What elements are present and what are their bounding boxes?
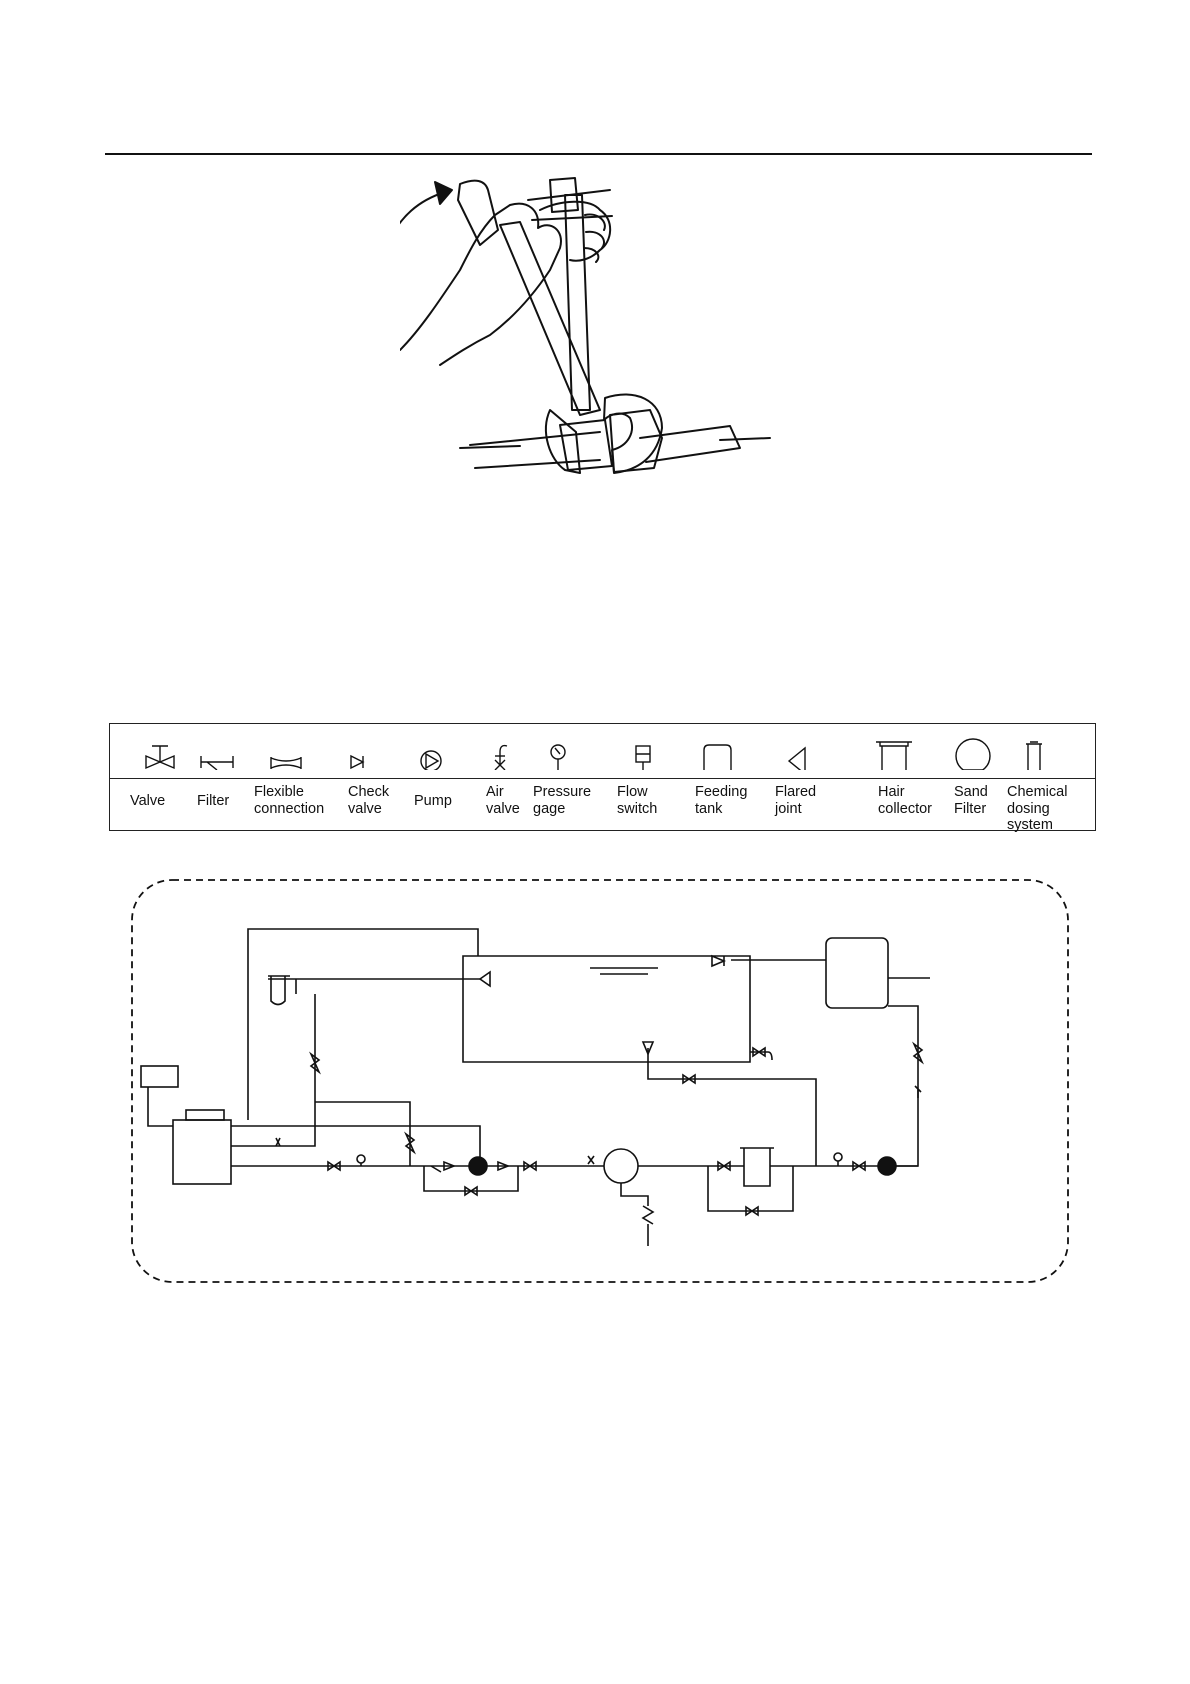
pressure-gage-2 xyxy=(834,1153,842,1161)
feeding-tank-icon xyxy=(694,734,754,770)
legend-label: Valve xyxy=(130,793,165,810)
legend-label: Pump xyxy=(414,793,452,810)
air-valve-icon xyxy=(475,734,535,770)
feeding-tank xyxy=(826,938,888,1008)
pool xyxy=(463,956,750,1062)
legend-label: Flared joint xyxy=(775,784,816,817)
pressure-gage xyxy=(357,1155,365,1163)
legend-label: Hair collector xyxy=(878,784,932,817)
left-hand xyxy=(400,204,561,365)
pipe-right xyxy=(640,426,740,462)
flared-joint-icon xyxy=(775,734,835,770)
hair-collector xyxy=(740,1148,774,1186)
valve-v2 xyxy=(406,1134,414,1152)
pump-icon xyxy=(405,734,465,770)
hair-collector-icon xyxy=(868,734,928,770)
flexible-connection-icon xyxy=(255,734,315,770)
header-rule xyxy=(105,153,1092,155)
sand-filter xyxy=(604,1149,638,1183)
pool-piping-schematic xyxy=(128,876,1073,1286)
pipe-left xyxy=(470,432,600,468)
sand-filter-icon xyxy=(943,734,1003,770)
symbol-legend: Valve Filter Flexible connection Check v… xyxy=(109,723,1096,831)
legend-label: Filter xyxy=(197,793,229,810)
control-box xyxy=(141,1066,178,1087)
legend-label: Feeding tank xyxy=(695,784,747,817)
filter-icon xyxy=(193,734,253,770)
flow-switch-icon xyxy=(618,734,678,770)
valve-v1 xyxy=(311,1054,319,1072)
legend-label: Flow switch xyxy=(617,784,657,817)
wrench-tightening-illustration xyxy=(400,170,800,490)
system-boundary xyxy=(132,880,1068,1282)
legend-label: Air valve xyxy=(486,784,520,817)
legend-label: Chemical dosing system xyxy=(1007,784,1067,834)
legend-label: Sand Filter xyxy=(954,784,988,817)
flared-joint-inlet xyxy=(480,972,490,986)
check-valve-icon xyxy=(339,734,399,770)
valve-v9 xyxy=(914,1044,922,1062)
heat-pump-unit xyxy=(173,1120,231,1184)
pump-2 xyxy=(878,1157,896,1175)
return-line xyxy=(248,929,478,1120)
chemical-dosing-system-icon xyxy=(998,734,1058,770)
check-valve xyxy=(712,956,724,966)
legend-label: Flexible connection xyxy=(254,784,324,817)
chemical-line xyxy=(268,979,480,994)
valve-icon xyxy=(130,734,190,770)
legend-label: Pressure gage xyxy=(533,784,591,817)
legend-divider xyxy=(110,778,1095,779)
legend-label: Check valve xyxy=(348,784,389,817)
pressure-gage-icon xyxy=(533,734,593,770)
pump-1 xyxy=(469,1157,487,1175)
